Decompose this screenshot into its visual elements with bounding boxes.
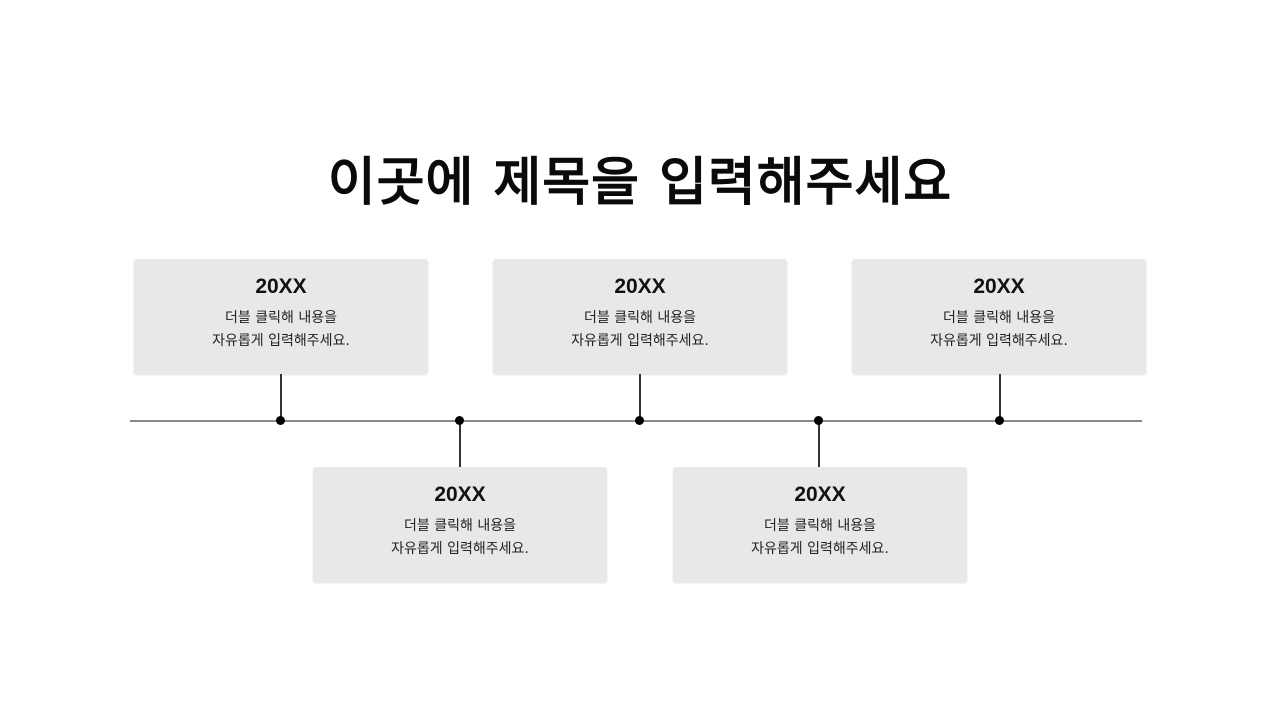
timeline-card-3[interactable]: 20XX 더블 클릭해 내용을 자유롭게 입력해주세요. xyxy=(493,259,787,374)
card-text-line1: 더블 클릭해 내용을 xyxy=(404,518,516,534)
card-year: 20XX xyxy=(255,275,307,298)
card-year: 20XX xyxy=(434,483,486,506)
timeline-dot-3 xyxy=(635,416,644,425)
connector-line-2 xyxy=(459,421,461,467)
timeline-card-4[interactable]: 20XX 더블 클릭해 내용을 자유롭게 입력해주세요. xyxy=(673,467,967,582)
connector-line-4 xyxy=(818,421,820,467)
timeline-card-5[interactable]: 20XX 더블 클릭해 내용을 자유롭게 입력해주세요. xyxy=(852,259,1146,374)
card-year: 20XX xyxy=(794,483,846,506)
card-text-line1: 더블 클릭해 내용을 xyxy=(764,518,876,534)
timeline-dot-4 xyxy=(814,416,823,425)
card-text-line1: 더블 클릭해 내용을 xyxy=(584,310,696,326)
timeline-dot-1 xyxy=(276,416,285,425)
timeline-dot-2 xyxy=(455,416,464,425)
connector-line-5 xyxy=(999,374,1001,420)
connector-line-1 xyxy=(280,374,282,420)
card-text-line2: 자유롭게 입력해주세요. xyxy=(212,333,350,349)
card-text-line1: 더블 클릭해 내용을 xyxy=(943,310,1055,326)
card-text-line2: 자유롭게 입력해주세요. xyxy=(751,541,889,557)
card-text-line2: 자유롭게 입력해주세요. xyxy=(391,541,529,557)
slide-title[interactable]: 이곳에 제목을 입력해주세요 xyxy=(327,153,953,213)
card-text-line2: 자유롭게 입력해주세요. xyxy=(930,333,1068,349)
timeline-card-1[interactable]: 20XX 더블 클릭해 내용을 자유롭게 입력해주세요. xyxy=(134,259,428,374)
card-text-line2: 자유롭게 입력해주세요. xyxy=(571,333,709,349)
card-year: 20XX xyxy=(973,275,1025,298)
connector-line-3 xyxy=(639,374,641,420)
card-year: 20XX xyxy=(614,275,666,298)
card-text-line1: 더블 클릭해 내용을 xyxy=(225,310,337,326)
timeline-dot-5 xyxy=(995,416,1004,425)
timeline-card-2[interactable]: 20XX 더블 클릭해 내용을 자유롭게 입력해주세요. xyxy=(313,467,607,582)
